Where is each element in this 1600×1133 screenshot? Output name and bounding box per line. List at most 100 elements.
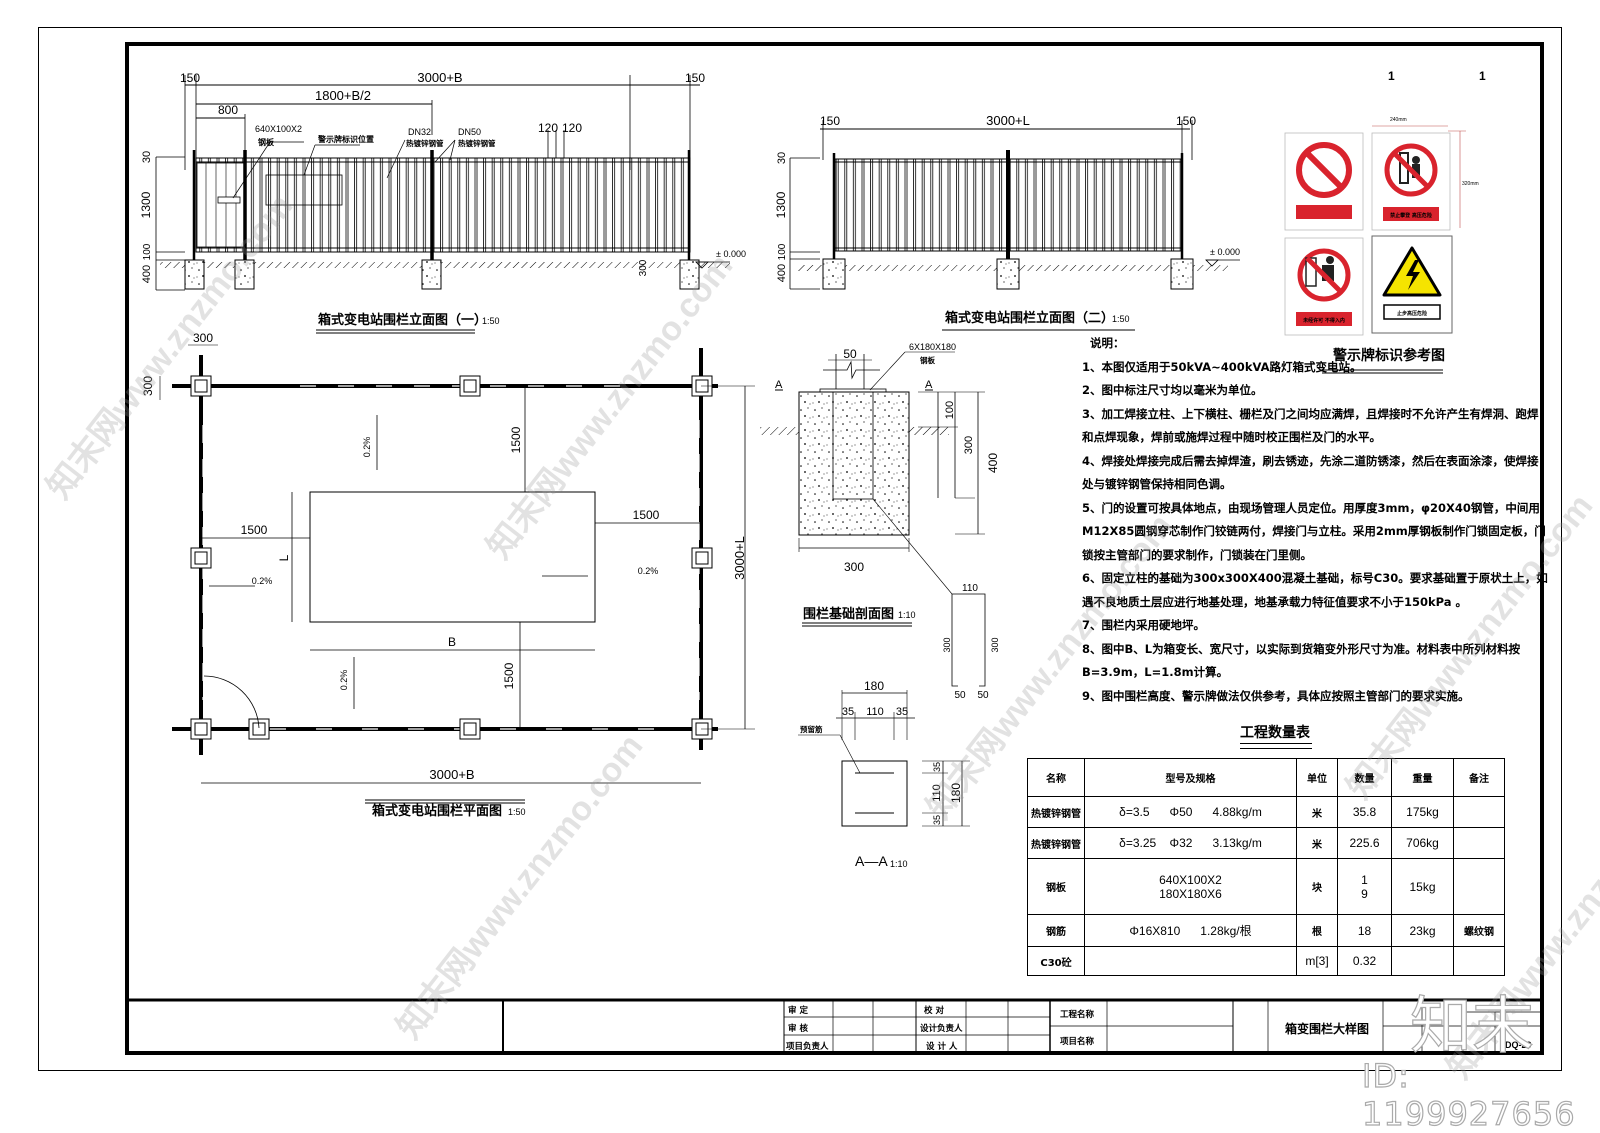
elevation-1-drawing (155, 75, 730, 334)
watermark-id: ID: 1199927656 (1361, 1056, 1576, 1133)
elevation-2-drawing (789, 120, 1240, 331)
cell-spec-line-2: 180X180X6 (1159, 886, 1222, 901)
inner-frame (125, 42, 1544, 1055)
elevation-1-scale: 1:50 (482, 316, 500, 326)
tb-drawing-title: 箱变围栏大样图 (1285, 1022, 1370, 1036)
tb-review: 审 核 (788, 1024, 808, 1034)
foundation-section-drawing (760, 351, 986, 687)
cell-name: 热镀锌钢管 (1027, 796, 1085, 828)
sign-no-entry-caption: 未经许可 不得入内 (1302, 317, 1345, 324)
cell-weight: 23kg (1391, 914, 1454, 947)
anchor-dim-foot-right: 50 (977, 690, 989, 701)
note-line: 6、固定立柱的基础为300x300X400混凝土基础，标号C30。要求基础置于原… (1082, 571, 1548, 585)
cell-spec: Φ16X810 1.28kg/根 (1084, 914, 1297, 947)
quantity-table: 名称 型号及规格 单位 数量 重量 备注 热镀锌钢管 δ=3.5 Φ50 4.8… (1027, 758, 1505, 976)
cell-qty-line-1: 1 (1361, 872, 1368, 887)
header-note: 备注 (1453, 758, 1505, 797)
section-aa-drawing (798, 690, 970, 827)
cell-spec: δ=3.25 Φ32 3.13kg/m (1084, 827, 1297, 859)
cell-unit: 米 (1296, 796, 1338, 828)
cell-note (1453, 858, 1505, 915)
plan-title: 箱式变电站围栏平面图 (372, 803, 502, 819)
dim-top: 30 (141, 151, 153, 163)
tb-designer: 设 计 人 (926, 1042, 958, 1052)
dim-total-width: 3000+B (417, 70, 462, 85)
dim-left-post: 150 (180, 71, 200, 85)
fs-dim-width: 300 (844, 560, 864, 574)
slope-top: 0.2% (362, 437, 372, 458)
cell-name: 热镀锌钢管 (1027, 827, 1085, 859)
slope-left: 0.2% (252, 576, 273, 586)
table-header-row: 名称 型号及规格 单位 数量 重量 备注 (1027, 758, 1505, 797)
tb-approve: 审 定 (788, 1006, 808, 1016)
section-mark-right: A (925, 379, 933, 391)
dim2-foundation: 400 (776, 264, 788, 282)
table-row: 热镀锌钢管 δ=3.5 Φ50 4.88kg/m 米 35.8 175kg (1027, 796, 1505, 828)
header-name: 名称 (1027, 758, 1085, 797)
note-line: 2、图中标注尺寸均以毫米为单位。 (1082, 383, 1263, 397)
header-spec: 型号及规格 (1084, 758, 1297, 797)
cell-qty: 0.32 (1337, 946, 1392, 976)
table-row: C30砼 m[3] 0.32 (1027, 946, 1505, 976)
note-line: 处与镀锌钢管保持相同色调。 (1082, 477, 1232, 491)
cell-spec-line-1: 640X100X2 (1159, 872, 1222, 887)
aa-title: A—A (855, 853, 888, 869)
note-line: 锁按主管部门的要求制作，门锁装在门里侧。 (1082, 547, 1312, 562)
aa-scale: 1:10 (890, 859, 908, 869)
header-weight: 重量 (1391, 758, 1454, 797)
quantity-table-title: 工程数量表 (1240, 725, 1310, 741)
elevation-1-title: 箱式变电站围栏立面图（一） (318, 312, 487, 328)
plan-dim-depth: 3000+L (732, 536, 747, 580)
plan-dim-box-width: B (448, 635, 456, 649)
note-line: 8、图中B、L为箱变长、宽尺寸，以实际到货箱变外形尺寸为准。材料表中所列材料按 (1082, 641, 1521, 656)
cell-spec (1084, 946, 1297, 976)
anchor-dim-top: 110 (962, 583, 978, 594)
cell-unit: m[3] (1296, 946, 1338, 976)
aa-dim-edge-left: 35 (842, 706, 854, 718)
aa-dim-edge-right: 35 (896, 706, 908, 718)
dim-foundation-right: 300 (638, 259, 649, 276)
signs-title: 警示牌标识参考图 (1333, 347, 1445, 364)
quantity-table-title-underline (1240, 743, 1312, 749)
plan-dim-box-length: L (277, 554, 291, 561)
label-plate-name: 钢板 (258, 137, 275, 147)
dim-bottom: 100 (142, 243, 153, 260)
aa-dim-v-mid: 110 (931, 784, 943, 802)
dim-half-width: 1800+B/2 (315, 88, 371, 103)
dim-gate-width: 800 (218, 103, 238, 117)
dim2-right-post: 150 (1176, 114, 1196, 128)
aa-label-rebar: 预留筋 (800, 724, 823, 734)
label-dn50-name: 热镀锌钢管 (458, 138, 496, 148)
cell-note (1453, 827, 1505, 859)
notes-block: 说明： 1、本图仅适用于50kVA~400kVA路灯箱式变电站。 2、图中标注尺… (1082, 332, 1548, 708)
anchor-dim-left: 300 (942, 637, 952, 652)
fs-scale: 1:10 (898, 610, 916, 620)
anchor-dim-right: 300 (990, 637, 1000, 652)
fs-dim-depth: 400 (986, 453, 1000, 473)
dim-height: 1300 (139, 191, 153, 218)
note-line: 3、加工焊接立柱、上下横柱、栅栏及门之间均应满焊，且焊接时不允许产生有焊洞、跑焊 (1082, 406, 1539, 421)
aa-dim-mid: 110 (866, 706, 884, 718)
cell-weight: 706kg (1391, 827, 1454, 859)
tb-item-name: 项目名称 (1060, 1037, 1095, 1047)
elevation-2-title: 箱式变电站围栏立面图（二） (945, 310, 1114, 326)
note-line: 5、门的设置可按具体地点，由现场管理人员定位。用厚度3mm，φ20X40钢管，中… (1082, 500, 1540, 515)
note-line: 遇不良地质土层应进行地基处理，地基承载力特征值要求不小于150kPa 。 (1082, 594, 1468, 609)
dim2-top: 30 (776, 152, 788, 164)
plan-dim-left-gap: 1500 (241, 523, 268, 537)
table-row: 热镀锌钢管 δ=3.25 Φ32 3.13kg/m 米 225.6 706kg (1027, 827, 1505, 859)
slope-bottom: 0.2% (339, 670, 349, 691)
tb-project-lead: 项目负责人 (786, 1042, 829, 1052)
plan-dim-width: 3000+B (429, 767, 474, 782)
sign-high-voltage-caption: 止步高压危险 (1397, 310, 1428, 317)
cell-name: C30砼 (1027, 946, 1085, 976)
plan-dim-post-width: 300 (193, 331, 213, 345)
cell-qty: 225.6 (1337, 827, 1392, 859)
tb-design-lead: 设计负责人 (920, 1024, 963, 1034)
tb-project-name: 工程名称 (1060, 1010, 1095, 1020)
dim-foundation: 400 (141, 265, 153, 283)
notes-heading: 说明： (1090, 336, 1125, 350)
